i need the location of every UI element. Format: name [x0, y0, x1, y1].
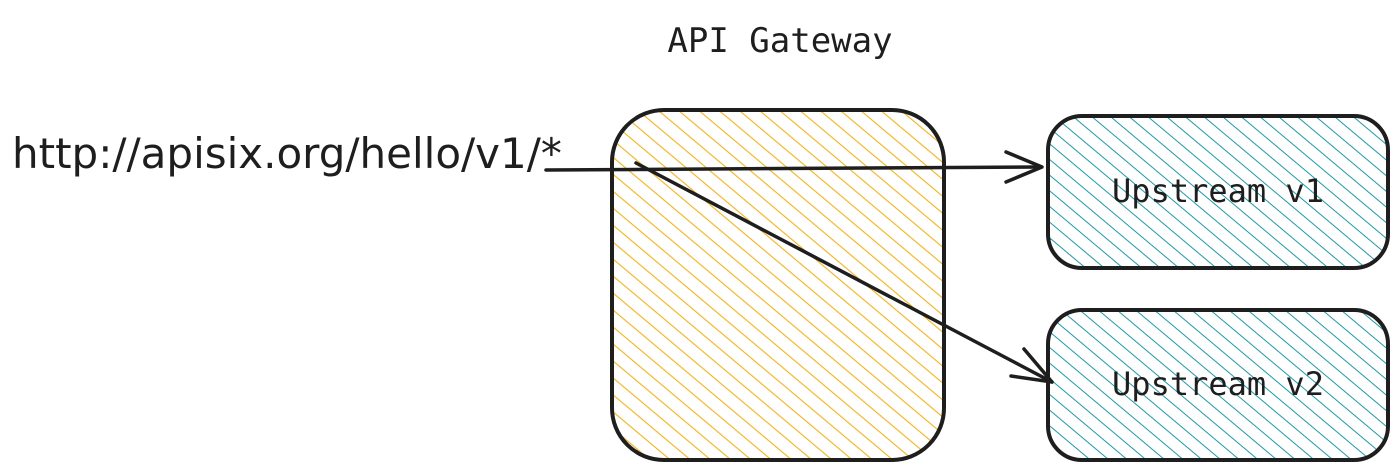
upstream-v2-label: Upstream v2 — [1112, 365, 1324, 403]
arrow-to-upstream-v2 — [634, 161, 1054, 384]
upstream-v2-box: Upstream v2 — [1046, 308, 1390, 462]
request-url: http://apisix.org/hello/v1/* — [12, 129, 562, 178]
upstream-v1-box: Upstream v1 — [1046, 114, 1390, 270]
arrow-to-upstream-v1 — [544, 150, 1044, 184]
api-gateway-box — [610, 108, 946, 462]
gateway-title: API Gateway — [667, 21, 892, 61]
upstream-v1-label: Upstream v1 — [1112, 172, 1324, 210]
